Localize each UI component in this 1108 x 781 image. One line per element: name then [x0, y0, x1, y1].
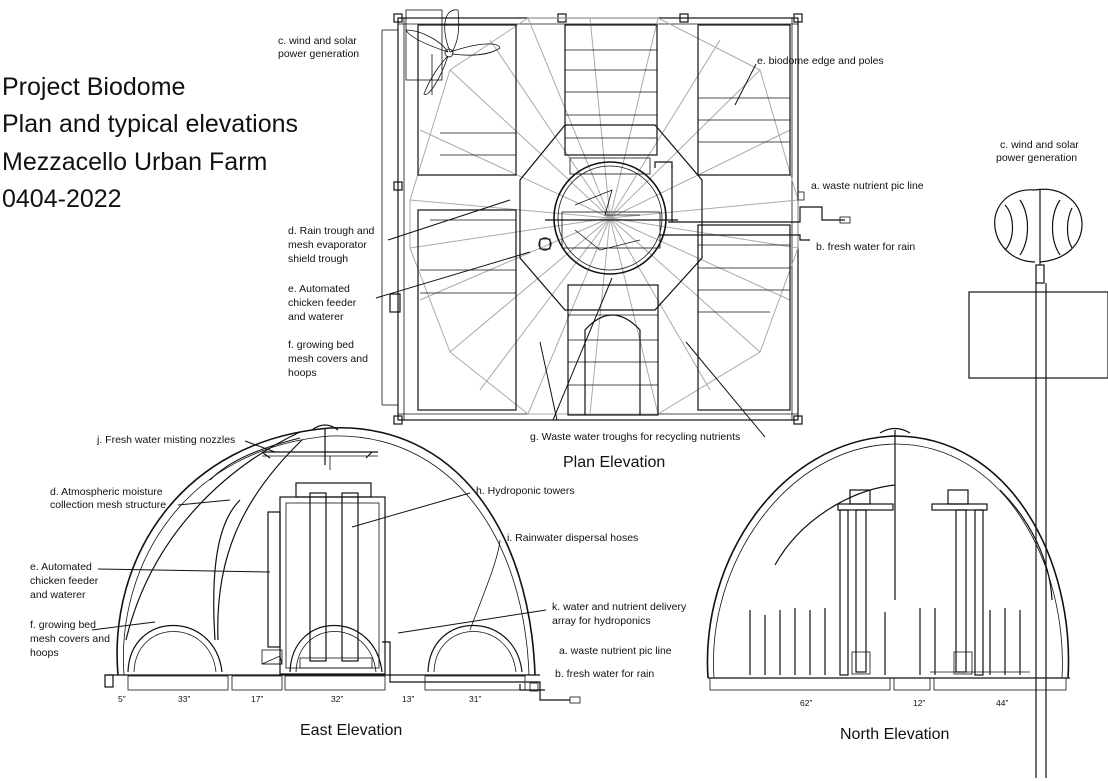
title-line-1: Project Biodome [2, 73, 185, 101]
east-caption: East Elevation [300, 722, 402, 739]
plan-label-d-line2: mesh evaporator [288, 239, 367, 251]
plan-label-e-line3: and waterer [288, 311, 344, 323]
east-label-h: h. Hydroponic towers [476, 485, 575, 497]
east-label-k-line1: k. water and nutrient delivery [552, 601, 687, 613]
north-dim-3: 44” [996, 698, 1008, 708]
plan-elevation: c. wind and solar power generation e. bi… [278, 9, 924, 471]
east-label-f-line1: f. growing bed [30, 619, 96, 631]
east-dim-2: 33” [178, 694, 190, 704]
vertical-wind-turbine-icon [994, 188, 1083, 265]
inner-ring [519, 124, 703, 311]
chicken-feeder-plan [538, 237, 552, 251]
east-label-b: b. fresh water for rain [555, 668, 654, 680]
plan-label-c-line2: power generation [278, 48, 359, 60]
dome-edge [409, 17, 799, 415]
wind-solar-mast: c. wind and solar power generation [968, 139, 1108, 778]
north-caption: North Elevation [840, 726, 949, 743]
east-dim-6: 31” [469, 694, 481, 704]
east-leaders [91, 440, 547, 634]
east-label-f-line2: mesh covers and [30, 633, 110, 645]
east-label-j: j. Fresh water misting nozzles [96, 434, 235, 446]
side-label-c-line2: power generation [996, 152, 1077, 164]
title-line-3: Mezzacello Urban Farm [2, 148, 267, 176]
east-elevation: j. Fresh water misting nozzles d. Atmosp… [30, 424, 687, 739]
plan-label-a-waste: a. waste nutrient pic line [811, 180, 924, 192]
north-hydro-tower-2 [955, 509, 967, 673]
east-hoop-3 [427, 625, 523, 673]
plan-label-e-edge: e. biodome edge and poles [757, 55, 884, 67]
solar-panel [968, 291, 1108, 379]
east-hydro-tower-1 [309, 492, 327, 662]
plan-pipework [654, 161, 851, 241]
east-dome-outer [116, 427, 536, 676]
plan-label-g-waste: g. Waste water troughs for recycling nut… [530, 431, 740, 443]
east-dim-5: 13” [402, 694, 414, 704]
north-hydro-tower-1 [855, 509, 867, 673]
title-block: Project Biodome Plan and typical elevati… [2, 73, 298, 213]
side-label-c-line1: c. wind and solar [1000, 139, 1079, 151]
plan-caption: Plan Elevation [563, 454, 665, 471]
east-dim-3: 17” [251, 694, 263, 704]
central-tank [553, 161, 667, 275]
north-dome-outer [706, 435, 1070, 679]
north-dim-2: 12” [913, 698, 925, 708]
plan-label-c-line1: c. wind and solar [278, 35, 357, 47]
plan-label-f-line3: hoops [288, 367, 317, 379]
north-elevation: 62” 12” 44” North Elevation [706, 427, 1070, 743]
east-label-f-line3: hoops [30, 647, 59, 659]
east-label-d-line1: d. Atmospheric moisture [50, 486, 163, 498]
wind-turbine-plan-icon [405, 9, 501, 95]
east-hydro-tower-2 [341, 492, 359, 662]
plan-label-b-fresh: b. fresh water for rain [816, 241, 915, 253]
east-chicken-feeder [267, 511, 281, 648]
east-label-k-line2: array for hydroponics [552, 615, 651, 627]
title-line-4: 0404-2022 [2, 185, 122, 213]
east-dim-1: 5” [118, 694, 126, 704]
east-hoop-1 [127, 625, 223, 673]
plan-frame [397, 17, 799, 421]
east-label-e-line2: chicken feeder [30, 575, 99, 587]
plan-label-f-line1: f. growing bed [288, 339, 354, 351]
east-label-d-line2: collection mesh structure [50, 499, 166, 511]
plan-label-e-line1: e. Automated [288, 283, 350, 295]
east-label-a: a. waste nutrient pic line [559, 645, 672, 657]
plan-label-f-line2: mesh covers and [288, 353, 368, 365]
plan-growing-beds [417, 24, 791, 416]
plan-label-d-line3: shield trough [288, 253, 348, 265]
title-line-2: Plan and typical elevations [2, 110, 298, 138]
plan-label-e-line2: chicken feeder [288, 297, 357, 309]
east-label-e-line1: e. Automated [30, 561, 92, 573]
dome-poles [409, 17, 799, 415]
east-dim-4: 32” [331, 694, 343, 704]
north-dim-1: 62” [800, 698, 812, 708]
north-bed-posts [749, 608, 1021, 675]
east-label-e-line3: and waterer [30, 589, 86, 601]
plan-label-d-line1: d. Rain trough and [288, 225, 375, 237]
east-label-i: i. Rainwater dispersal hoses [507, 532, 638, 544]
plan-leaders [375, 63, 766, 438]
east-hoop-2 [289, 625, 383, 673]
